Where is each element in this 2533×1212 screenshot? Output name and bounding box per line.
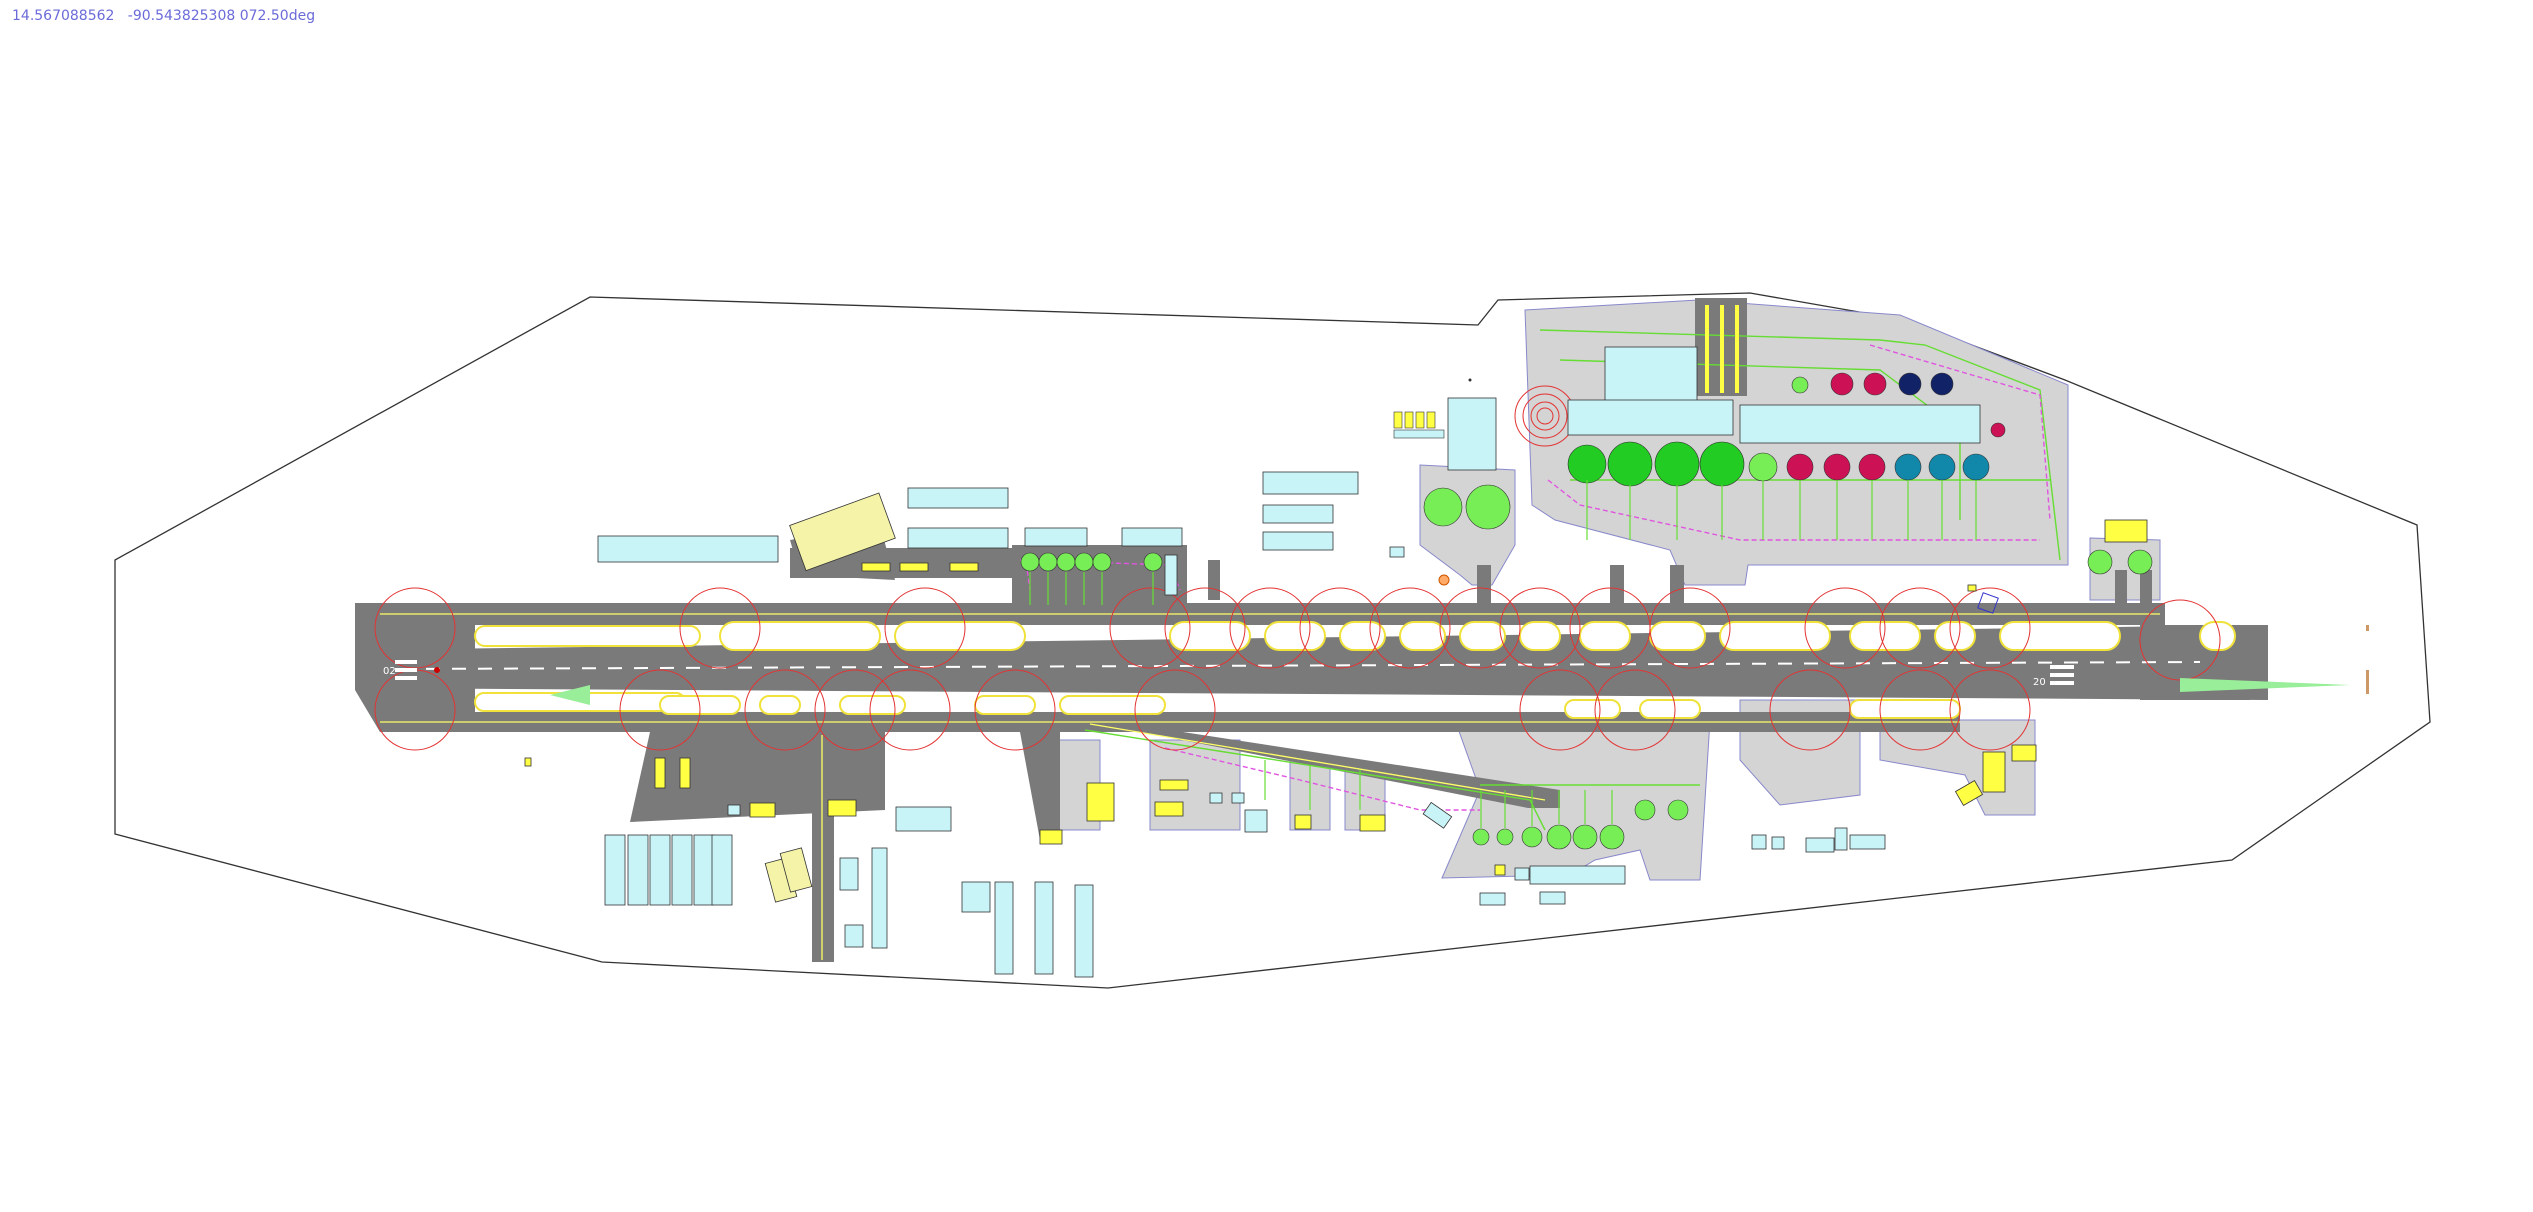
southwest-hangar-pale-2 (779, 847, 813, 893)
stub-taxiway-1 (1208, 560, 1220, 600)
threshold-markings (395, 660, 2074, 685)
buildings (597, 346, 1981, 978)
southeast-apron (1879, 719, 2036, 816)
threshold-beacon (434, 667, 440, 673)
approach-cone-west (550, 685, 590, 705)
north-block-markings (1705, 305, 1739, 393)
vehicles (524, 519, 2148, 876)
north-connector-1 (1477, 565, 1491, 610)
gate-markers (1020, 372, 2153, 850)
east-marker-2 (2366, 670, 2369, 694)
south-taxiway-connector (1020, 732, 1060, 840)
north-point-marker (1468, 378, 1472, 382)
approach-cone-east (2180, 678, 2350, 692)
airport-boundary (114, 292, 2431, 989)
north-connector-4 (2115, 570, 2127, 610)
south-stub-taxiway (812, 732, 834, 962)
taxi-centerlines (380, 613, 2160, 960)
northwest-fuel-tanks (1393, 411, 1445, 439)
south-apron-east (1441, 719, 1711, 881)
taxiway-islands (474, 621, 2236, 719)
hangar-pale-yellow (789, 492, 896, 572)
windsock-marker (1977, 592, 1999, 614)
north-connector-5 (2140, 570, 2152, 610)
hold-circles (374, 587, 2221, 751)
gate-lead-lines (1029, 480, 1977, 828)
runway-label-west: 02 (383, 666, 396, 677)
north-connector-3 (1670, 565, 1684, 610)
beacon-symbol (1438, 574, 1450, 586)
east-marker-1 (2366, 625, 2369, 631)
north-connector-2 (1610, 565, 1624, 610)
runway-label-east: 20 (2033, 677, 2046, 688)
coordinate-readout: 14.567088562 -90.543825308 072.50deg (12, 8, 316, 24)
